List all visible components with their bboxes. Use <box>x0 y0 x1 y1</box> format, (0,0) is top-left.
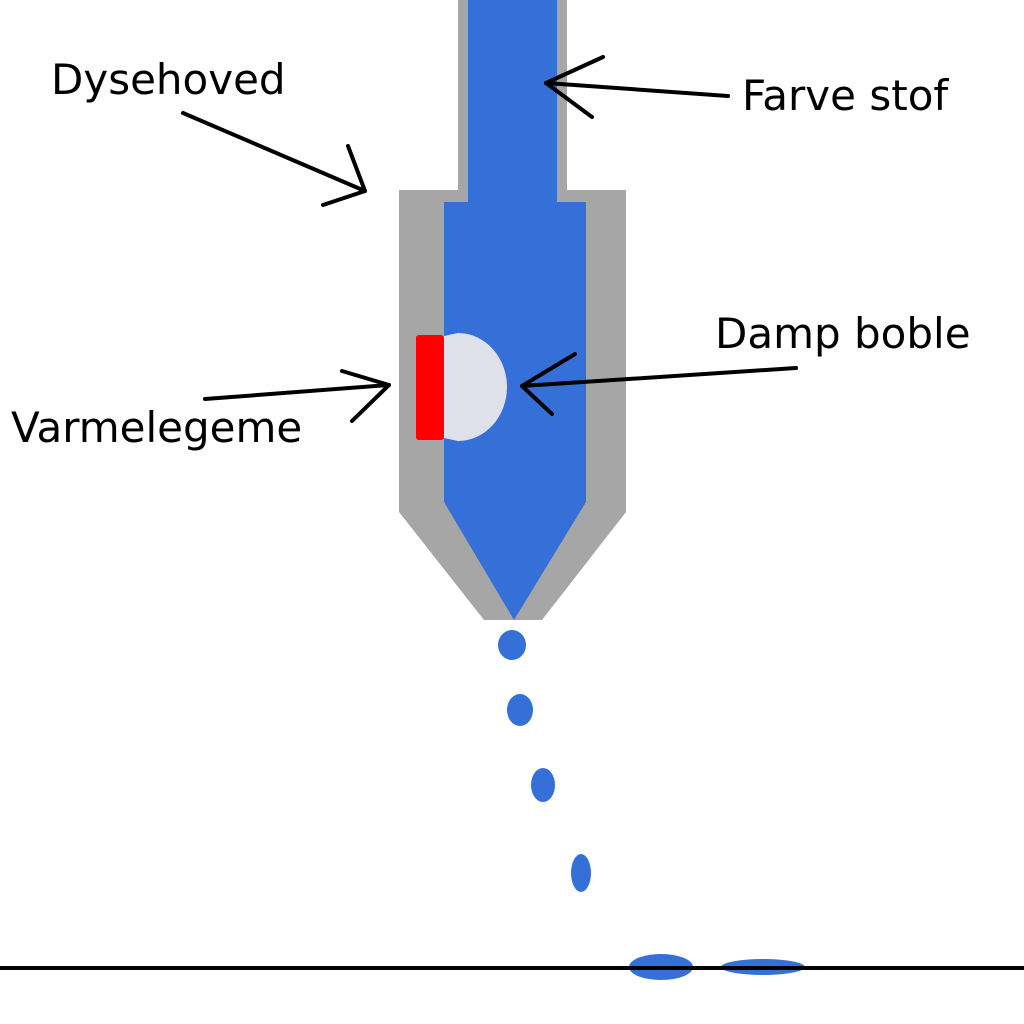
ink-droplet <box>531 768 555 802</box>
ink-channel <box>444 0 586 620</box>
label-nozzle-head: Dysehoved <box>51 55 286 104</box>
ink-droplet <box>571 854 591 892</box>
label-heater: Varmelegeme <box>11 403 302 452</box>
label-vapor-bubble: Damp boble <box>715 309 971 358</box>
arrow-nozzle-head <box>181 111 367 207</box>
vapor-bubble <box>444 333 507 441</box>
arrow-vapor-bubble <box>520 352 798 416</box>
heater-element <box>416 335 444 440</box>
ink-droplet <box>498 630 526 660</box>
ink-droplet <box>507 694 533 726</box>
arrow-ink <box>544 55 730 119</box>
arrow-heater <box>203 369 391 423</box>
label-ink: Farve stof <box>742 71 949 120</box>
